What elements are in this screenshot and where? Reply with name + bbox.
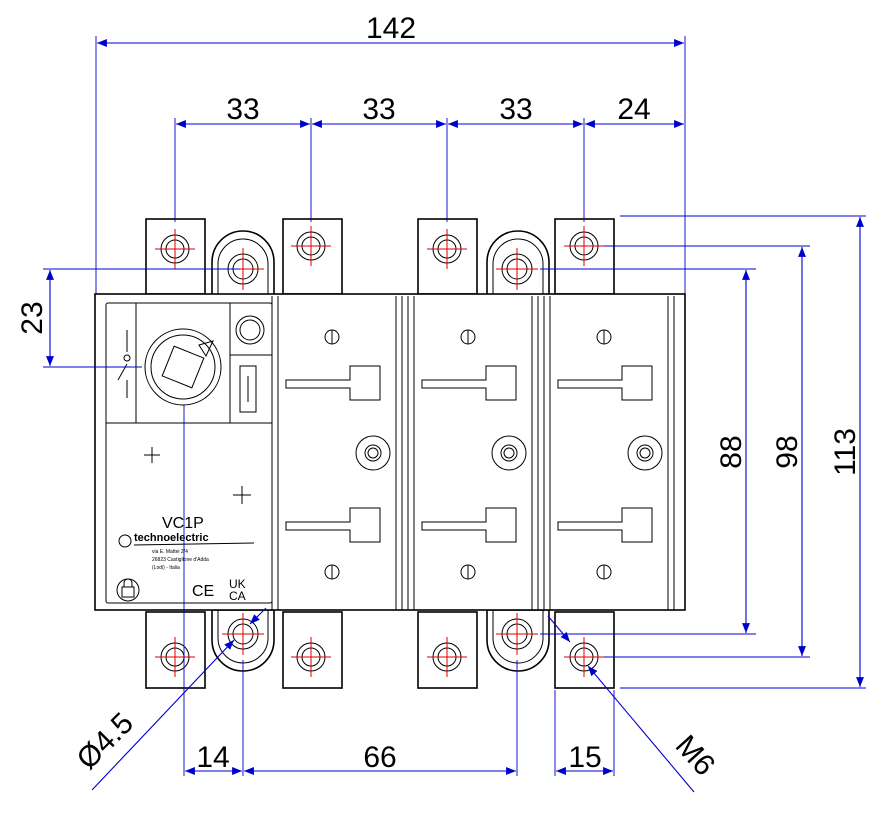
pole-module-3 xyxy=(543,296,675,610)
plus-mark-icon xyxy=(144,447,251,504)
pole-module-2 xyxy=(407,296,539,610)
hole-11 xyxy=(222,613,264,655)
ear-top-right xyxy=(486,230,550,297)
padlock-icon xyxy=(116,578,140,602)
hole-4 xyxy=(564,226,604,266)
dim-33-c: 33 xyxy=(499,93,532,126)
address-line-3: (Lodi) - Italia xyxy=(152,565,180,571)
hole-6 xyxy=(291,637,331,677)
dim-24: 24 xyxy=(617,93,650,126)
hole-2 xyxy=(291,226,331,266)
dimension-labels: 142 33 33 33 24 23 88 98 113 14 66 15 Ø4… xyxy=(16,12,862,782)
dim-23: 23 xyxy=(16,301,49,334)
ukca-mark-top: UK xyxy=(229,577,246,591)
dim-98: 98 xyxy=(771,435,804,468)
dim-diameter: Ø4.5 xyxy=(71,707,140,776)
dimension-lines xyxy=(46,39,864,793)
hole-8 xyxy=(564,637,604,677)
dim-33-a: 33 xyxy=(226,93,259,126)
leader-diameter xyxy=(91,639,235,791)
rotary-handle xyxy=(144,328,222,406)
hole-12 xyxy=(496,613,538,655)
terminal-bottom-2 xyxy=(282,611,343,689)
address-line-1: via E. Mattei 2/4 xyxy=(152,549,188,555)
extension-lines xyxy=(43,36,866,776)
ear-bottom-right xyxy=(486,609,550,672)
dim-142: 142 xyxy=(366,12,416,45)
ukca-mark-bottom: CA xyxy=(229,589,246,603)
brand-label: technoelectric xyxy=(134,532,209,544)
pole-modules xyxy=(271,296,675,610)
ce-mark: CE xyxy=(192,583,214,600)
dim-thread: M6 xyxy=(669,729,721,782)
terminal-top-2 xyxy=(282,218,343,295)
bottom-terminals xyxy=(145,611,615,689)
pole-module-1 xyxy=(271,296,403,610)
dim-66: 66 xyxy=(363,741,396,774)
dim-14: 14 xyxy=(196,741,229,774)
hole-10 xyxy=(496,248,538,290)
address-line-2: 26823 Castiglione d'Adda xyxy=(152,557,209,563)
dim-113: 113 xyxy=(829,428,862,476)
model-label: VC1P xyxy=(162,515,204,532)
leader-thread xyxy=(587,665,695,793)
dim-15: 15 xyxy=(568,741,601,774)
hole-1 xyxy=(155,229,195,269)
dim-33-b: 33 xyxy=(362,93,395,126)
switch-body: VC1P technoelectric via E. Mattei 2/4 26… xyxy=(94,293,686,611)
hole-7 xyxy=(427,637,467,677)
dim-88: 88 xyxy=(715,435,748,468)
hole-3 xyxy=(427,229,467,269)
